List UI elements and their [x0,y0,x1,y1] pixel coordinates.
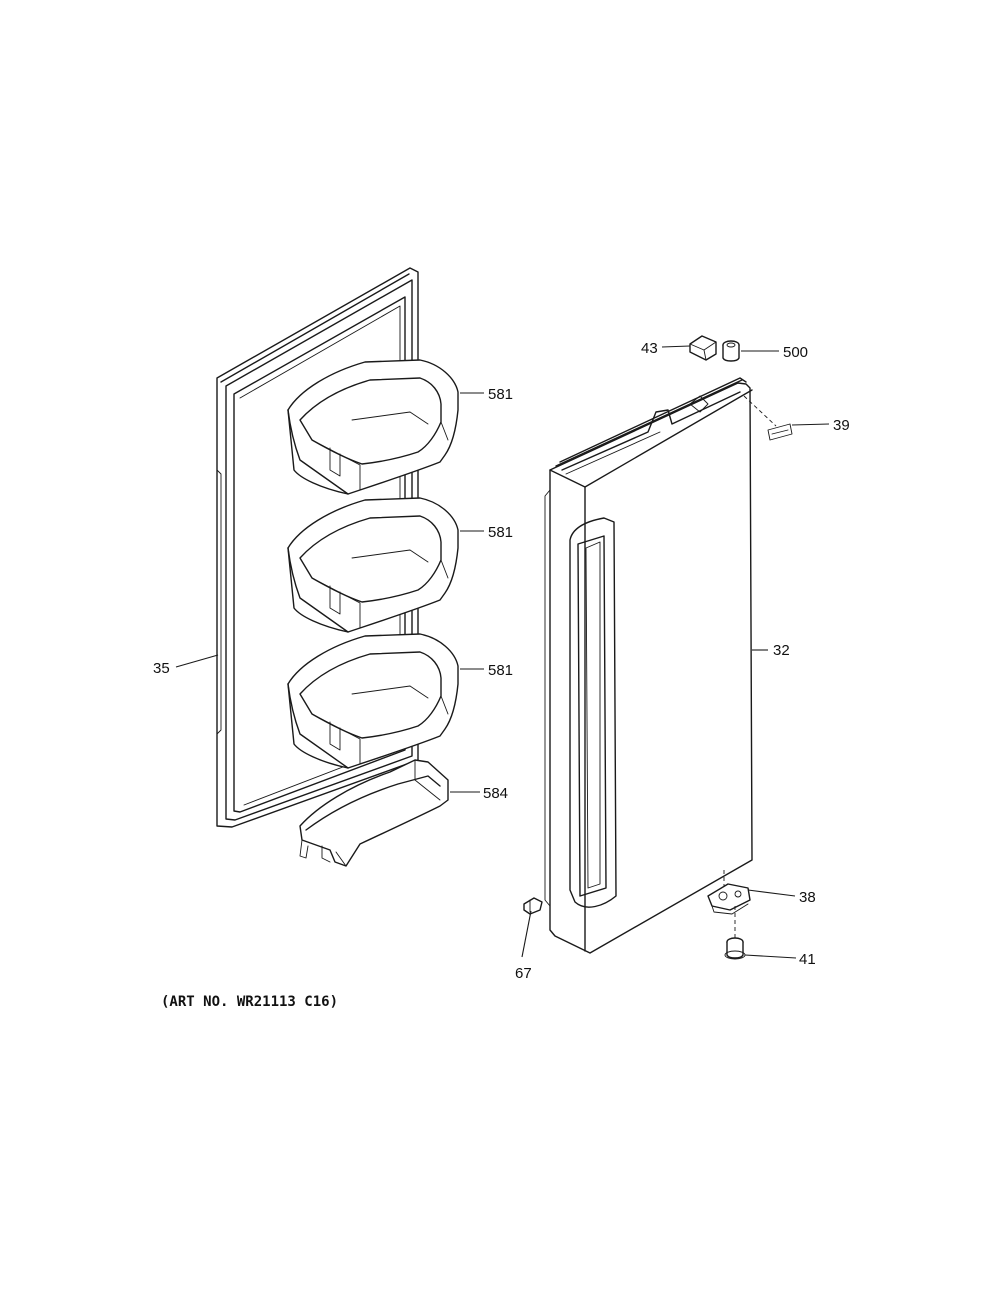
callout-43: 43 [641,340,658,357]
callout-39: 39 [833,417,850,434]
alignment-lines [723,395,777,940]
door-bin-part-581-middle[interactable] [287,497,459,633]
small-door-bin-part-584[interactable] [299,759,449,867]
callout-581-middle: 581 [488,524,513,541]
top-hinge-cover-part-43[interactable] [689,335,717,361]
callout-581-top: 581 [488,386,513,403]
logo-badge-part-39[interactable] [767,423,793,441]
bottom-hinge-part-38[interactable] [707,883,751,915]
callout-35: 35 [153,660,170,677]
door-stop-clip-part-67[interactable] [523,897,543,915]
callout-67: 67 [515,965,532,982]
art-number-caption: (ART NO. WR21113 C16) [161,994,339,1010]
hinge-bushing-part-500[interactable] [722,340,740,362]
callout-581-bottom: 581 [488,662,513,679]
callout-41: 41 [799,951,816,968]
callout-32: 32 [773,642,790,659]
door-bin-part-581-top[interactable] [287,359,459,495]
callout-labels: 581 581 581 584 35 43 500 39 32 38 41 67 [153,340,850,982]
bottom-bushing-part-41[interactable] [724,937,746,960]
callout-584: 584 [483,785,508,802]
callout-500: 500 [783,344,808,361]
leader-lines [175,345,830,959]
fresh-food-door-part-32[interactable] [544,377,793,954]
callout-38: 38 [799,889,816,906]
door-bin-part-581-bottom[interactable] [287,633,459,769]
